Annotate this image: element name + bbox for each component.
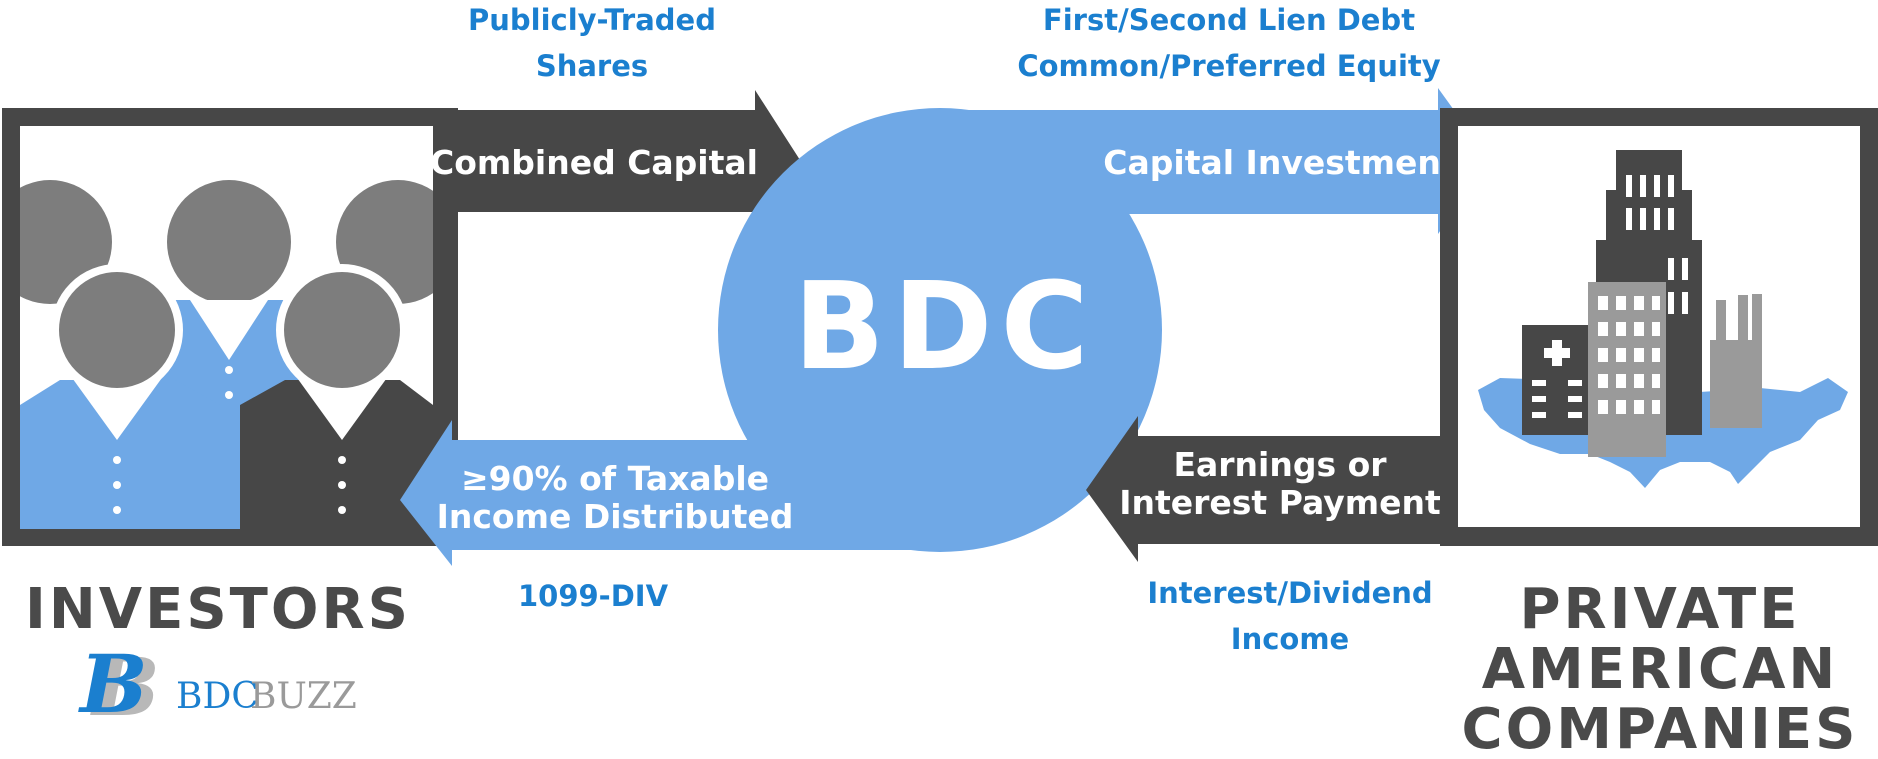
bdc-title: BDC: [793, 258, 1096, 397]
earnings-label-line1: Earnings or: [1173, 445, 1387, 484]
logo-monogram: B: [78, 637, 148, 731]
combined-capital-label: Combined Capital: [430, 143, 758, 182]
combined-capital-arrow: [440, 90, 800, 232]
companies-title-line2: AMERICAN: [1482, 637, 1839, 702]
logo-monogram-shadow: B: [90, 640, 160, 734]
debt-label-line1: First/Second Lien Debt: [1043, 3, 1415, 37]
capital-investment-label: Capital Investment: [1103, 143, 1457, 182]
city-buildings-usa-map-icon: [1440, 108, 1878, 546]
companies-title-line1: PRIVATE: [1520, 577, 1801, 642]
capital-investment-arrow: [940, 88, 1490, 234]
income-label-line1: Interest/Dividend: [1147, 576, 1432, 610]
shares-label-line2: Shares: [536, 49, 648, 83]
investors-people-icon: [2, 108, 458, 546]
companies-title-line3: COMPANIES: [1462, 697, 1859, 759]
earnings-arrow: [1086, 416, 1452, 562]
div-form-label: 1099-DIV: [518, 579, 669, 613]
debt-label-line2: Common/Preferred Equity: [1017, 49, 1440, 83]
income-distributed-arrow: [400, 420, 940, 566]
bdcbuzz-logo: B B BDC BUZZ: [78, 637, 357, 734]
shares-label-line1: Publicly-Traded: [468, 3, 716, 37]
logo-brand-part2: BUZZ: [250, 676, 357, 717]
distributed-label-line2: Income Distributed: [437, 497, 794, 536]
investors-title: INVESTORS: [25, 577, 411, 642]
distributed-label-line1: ≥90% of Taxable: [461, 459, 769, 498]
earnings-label-line2: Interest Payment: [1119, 483, 1441, 522]
income-label-line2: Income: [1231, 622, 1349, 656]
logo-brand-part1: BDC: [176, 676, 259, 717]
